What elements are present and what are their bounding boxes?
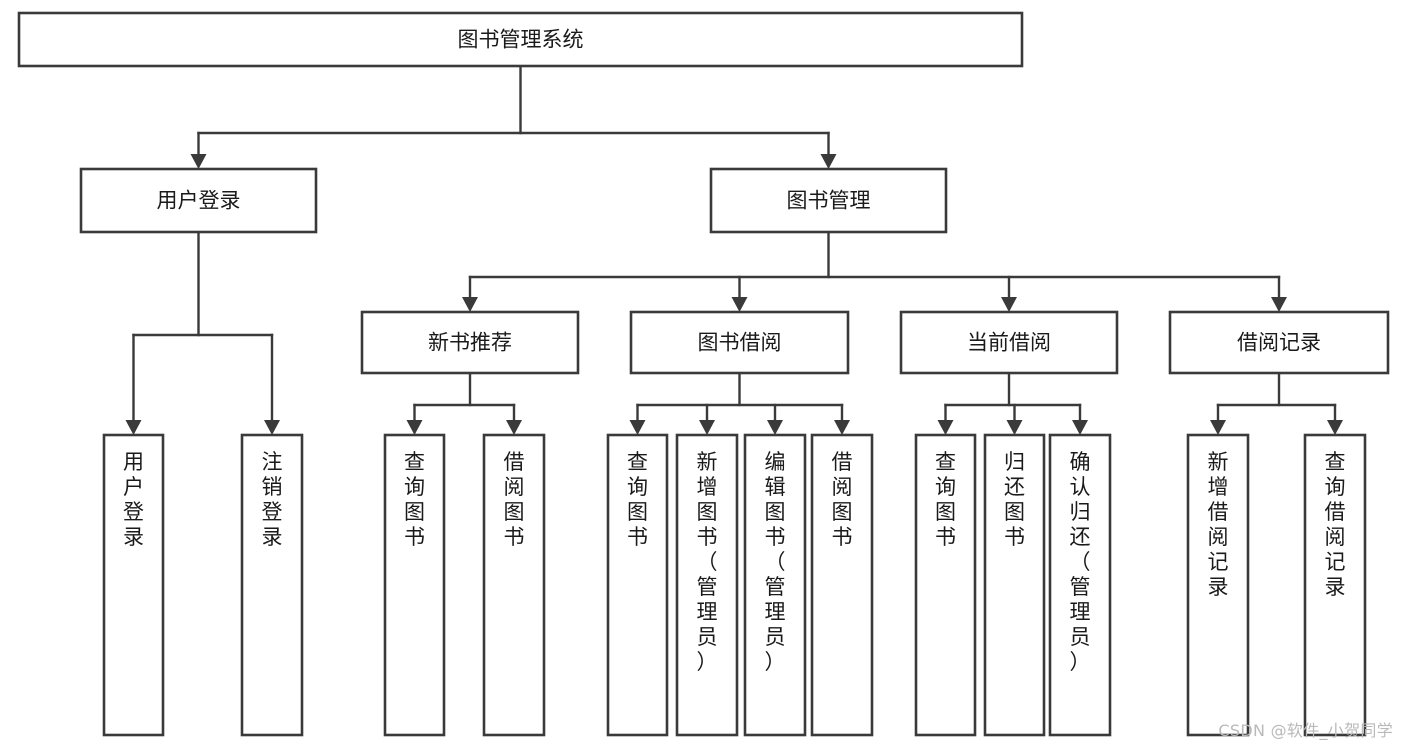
node-level3-1[interactable]: 图书借阅 (629, 310, 850, 375)
node-leaf-2-box[interactable] (383, 433, 446, 737)
node-leaf-1-box[interactable] (240, 433, 304, 737)
arrow-head-icon (506, 420, 522, 435)
arrow-head-icon (1072, 420, 1088, 435)
node-leaf-7-label: 借阅图书 (832, 450, 853, 549)
arrow-head-icon (1327, 420, 1343, 435)
watermark-label: CSDN @软件_小贺同学 (1218, 721, 1393, 740)
node-leaf-2-label: 查询图书 (404, 450, 425, 549)
node-leaf-9[interactable]: 归还图书 (983, 433, 1046, 737)
node-leaf-5[interactable]: 新增图书（管理员） (675, 433, 739, 737)
node-leaf-6-label: 编辑图书（管理员） (765, 450, 786, 674)
connector-layer (125, 64, 1343, 435)
node-leaf-11[interactable]: 新增借阅记录 (1186, 433, 1250, 737)
node-leaf-2[interactable]: 查询图书 (383, 433, 446, 737)
node-level2-1-box[interactable] (709, 167, 948, 234)
node-leaf-10-box[interactable] (1048, 433, 1112, 737)
node-leaf-3-label: 借阅图书 (504, 450, 525, 549)
node-level3-3-label: 借阅记录 (1237, 331, 1321, 355)
node-leaf-12[interactable]: 查询借阅记录 (1303, 433, 1367, 737)
node-level2-0-label: 用户登录 (157, 189, 241, 213)
arrow-head-icon (1210, 420, 1226, 435)
arrow-head-icon (820, 154, 837, 169)
node-leaf-4[interactable]: 查询图书 (606, 433, 669, 737)
node-leaf-9-box[interactable] (983, 433, 1046, 737)
arrow-head-icon (125, 420, 142, 435)
node-leaf-10[interactable]: 确认归还（管理员） (1048, 433, 1112, 737)
node-leaf-9-label: 归还图书 (1004, 450, 1025, 549)
node-leaf-3[interactable]: 借阅图书 (482, 433, 546, 737)
node-leaf-7[interactable]: 借阅图书 (810, 433, 874, 737)
node-level2-0-box[interactable] (79, 167, 318, 234)
node-level3-1-label: 图书借阅 (698, 331, 782, 355)
node-root-system-box[interactable] (17, 11, 1024, 68)
node-level3-1-box[interactable] (629, 310, 850, 375)
arrow-head-icon (190, 154, 207, 169)
arrow-head-icon (462, 297, 478, 312)
node-root-system[interactable]: 图书管理系统 (17, 11, 1024, 68)
arrow-head-icon (1006, 420, 1023, 435)
node-leaf-5-box[interactable] (675, 433, 739, 737)
arrow-head-icon (834, 420, 850, 435)
node-leaf-8-label: 查询图书 (935, 450, 956, 549)
node-leaf-0-box[interactable] (102, 433, 165, 737)
node-level3-0[interactable]: 新书推荐 (360, 310, 580, 375)
node-level3-0-box[interactable] (360, 310, 580, 375)
node-level3-3-box[interactable] (1168, 310, 1390, 375)
node-level2-0[interactable]: 用户登录 (79, 167, 318, 234)
node-leaf-8[interactable]: 查询图书 (914, 433, 977, 737)
node-leaf-7-box[interactable] (810, 433, 874, 737)
node-leaf-6-box[interactable] (743, 433, 807, 737)
node-leaf-11-label: 新增借阅记录 (1208, 450, 1229, 599)
node-level3-3[interactable]: 借阅记录 (1168, 310, 1390, 375)
arrow-head-icon (937, 420, 954, 435)
node-leaf-10-label: 确认归还（管理员） (1070, 450, 1091, 674)
arrow-head-icon (699, 420, 715, 435)
node-leaf-0[interactable]: 用户登录 (102, 433, 165, 737)
node-leaf-4-box[interactable] (606, 433, 669, 737)
arrow-head-icon (1001, 297, 1017, 312)
node-level3-2[interactable]: 当前借阅 (899, 310, 1119, 375)
node-leaf-6[interactable]: 编辑图书（管理员） (743, 433, 807, 737)
node-level2-1-label: 图书管理 (787, 189, 871, 213)
node-leaf-5-label: 新增图书（管理员） (697, 450, 718, 674)
arrow-head-icon (731, 297, 748, 312)
arrow-head-icon (767, 420, 783, 435)
node-leaf-4-label: 查询图书 (627, 450, 648, 549)
node-leaf-1-label: 注销登录 (262, 450, 283, 549)
node-level2-1[interactable]: 图书管理 (709, 167, 948, 234)
node-leaf-11-box[interactable] (1186, 433, 1250, 737)
node-layer: 图书管理系统用户登录图书管理新书推荐图书借阅当前借阅借阅记录用户登录注销登录查询… (17, 11, 1390, 737)
arrow-head-icon (629, 420, 646, 435)
node-root-system-label: 图书管理系统 (458, 28, 584, 52)
arrow-head-icon (406, 420, 423, 435)
node-level3-2-label: 当前借阅 (967, 331, 1051, 355)
node-leaf-1[interactable]: 注销登录 (240, 433, 304, 737)
arrow-head-icon (1271, 297, 1287, 312)
node-leaf-0-label: 用户登录 (123, 450, 144, 549)
node-leaf-3-box[interactable] (482, 433, 546, 737)
node-level3-2-box[interactable] (899, 310, 1119, 375)
node-leaf-12-label: 查询借阅记录 (1325, 450, 1346, 599)
node-leaf-12-box[interactable] (1303, 433, 1367, 737)
node-level3-0-label: 新书推荐 (428, 331, 512, 355)
arrow-head-icon (264, 420, 280, 435)
node-leaf-8-box[interactable] (914, 433, 977, 737)
